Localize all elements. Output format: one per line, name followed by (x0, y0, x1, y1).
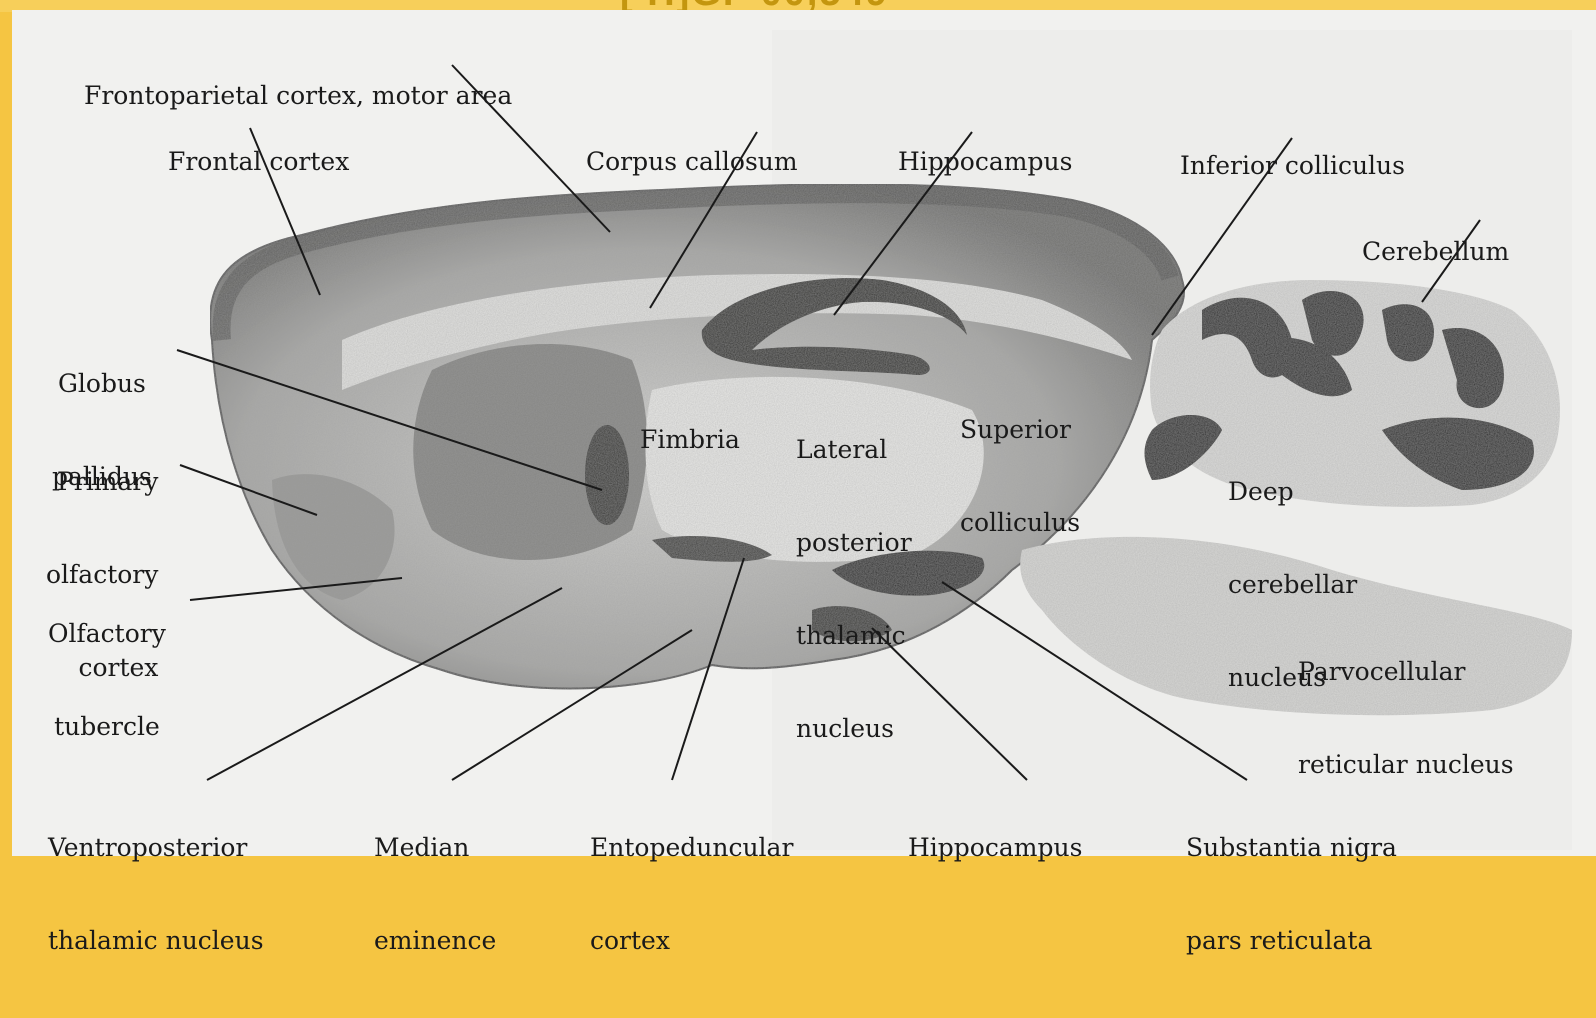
label-line: Primary (46, 466, 158, 497)
label-line: Corpus callosum (586, 146, 798, 177)
label-line: Hippocampus (908, 832, 1082, 863)
label-line: Median (374, 832, 496, 863)
label-cerebellum: Cerebellum (1362, 174, 1509, 329)
label-hippocampus-top: Hippocampus (898, 84, 1072, 239)
label-line: tubercle (48, 711, 166, 742)
label-olfactory-tubercle: Olfactory tubercle (48, 556, 166, 804)
label-fimbria: Fimbria (640, 362, 740, 517)
label-entopeduncular-cortex: Entopeduncular cortex (590, 770, 793, 1018)
label-ventroposterior-thalamic-nucleus: Ventroposterior thalamic nucleus (48, 770, 264, 1018)
label-line: Globus (52, 368, 152, 399)
label-line: Parvocellular (1298, 656, 1514, 687)
label-line: Entopeduncular (590, 832, 793, 863)
globus-pallidus-spot (585, 425, 629, 525)
autoradiograph-figure: Frontoparietal cortex, motor area Fronta… (12, 10, 1596, 856)
label-line: Substantia nigra (1186, 832, 1397, 863)
label-substantia-nigra-pars-reticulata: Substantia nigra pars reticulata (1186, 770, 1397, 1018)
label-line: eminence (374, 925, 496, 956)
label-superior-colliculus: Superior colliculus (960, 352, 1080, 600)
slide-frame: [ H]GF 00,549 (0, 0, 1596, 856)
label-line: pars reticulata (1186, 925, 1397, 956)
label-line: Deep (1228, 476, 1357, 507)
label-hippocampus-bottom: Hippocampus (908, 770, 1082, 925)
label-line: thalamic nucleus (48, 925, 264, 956)
label-frontal-cortex: Frontal cortex (168, 84, 349, 239)
label-line: Superior (960, 414, 1080, 445)
label-median-eminence: Median eminence (374, 770, 496, 1018)
label-line: Hippocampus (898, 146, 1072, 177)
label-line: Cerebellum (1362, 236, 1509, 267)
label-line: cortex (590, 925, 793, 956)
label-line: posterior (796, 527, 912, 558)
label-line: thalamic (796, 620, 912, 651)
label-line: nucleus (796, 713, 912, 744)
label-line: Ventroposterior (48, 832, 264, 863)
label-line: colliculus (960, 507, 1080, 538)
label-line: Frontal cortex (168, 146, 349, 177)
label-line: Olfactory (48, 618, 166, 649)
label-line: Fimbria (640, 424, 740, 455)
label-line: Lateral (796, 434, 912, 465)
label-corpus-callosum: Corpus callosum (586, 84, 798, 239)
label-lateral-posterior-thalamic-nucleus: Lateral posterior thalamic nucleus (796, 372, 912, 806)
